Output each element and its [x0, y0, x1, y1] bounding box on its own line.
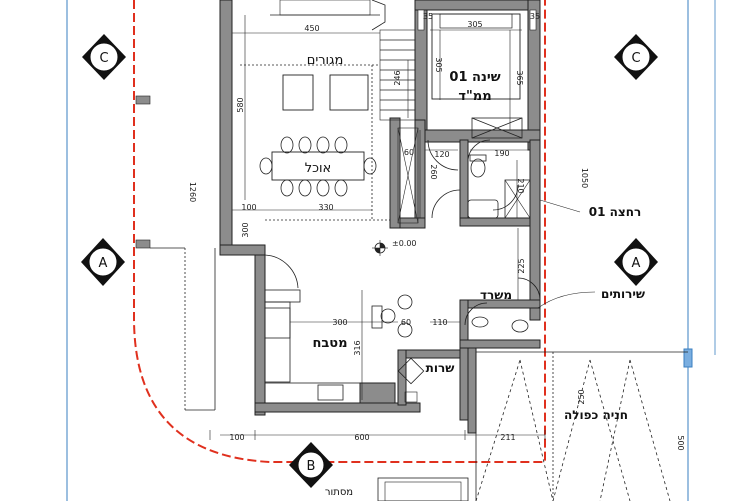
dim-211: 211: [500, 433, 515, 442]
section-letter: B: [307, 459, 316, 474]
room-label-study: משרד: [480, 288, 512, 302]
wall-left-upper: [219, 0, 233, 246]
dim-250: 250: [577, 389, 586, 404]
elevation-marker: [372, 240, 388, 256]
parking-area: [475, 351, 688, 501]
wall-bottom: [254, 402, 421, 413]
dim-1050: 1050: [580, 168, 589, 188]
wall-left-step: [219, 244, 266, 256]
room-label-shower: רחצה 01: [589, 205, 641, 219]
stairs: [371, 0, 416, 121]
dim-bed-height-2: 365: [515, 70, 524, 85]
room-label-bedroom: שינה 01: [449, 70, 500, 85]
dim-100-b: 100: [229, 433, 244, 442]
blue-marker: [683, 348, 693, 368]
section-marker-a-left[interactable]: A: [81, 238, 125, 286]
plot-boundary: [133, 0, 546, 463]
section-letter: A: [632, 256, 641, 271]
dim-600: 600: [354, 433, 369, 442]
room-label-dining: אוכל: [305, 161, 332, 176]
dim-120: 120: [434, 150, 449, 159]
dim-100-a: 100: [241, 203, 256, 212]
wall-bottom-block: [359, 382, 396, 404]
room-label-parking: חניה כפולה: [564, 408, 628, 422]
door-entrance: [264, 254, 299, 289]
dim-1260: 1260: [188, 182, 197, 202]
section-letter: A: [99, 256, 108, 271]
section-letter: C: [631, 51, 640, 66]
wall-bed-top: [414, 0, 541, 11]
elevation-label: ±0.00: [392, 239, 417, 248]
wall-left-lower: [254, 254, 266, 416]
section-marker-a-right[interactable]: A: [614, 238, 658, 286]
dim-300-b: 300: [332, 318, 347, 327]
dim-living-width: 450: [304, 24, 319, 33]
dim-300-a: 300: [241, 222, 250, 237]
dim-500: 500: [676, 435, 685, 450]
dim-60-b: 60: [401, 318, 411, 327]
dim-316: 316: [353, 340, 362, 355]
section-marker-b[interactable]: B: [289, 442, 333, 488]
sofa-right: [329, 74, 369, 111]
dim-260: 260: [429, 164, 438, 179]
dim-190: 190: [494, 149, 509, 158]
section-letter: C: [99, 51, 108, 66]
section-marker-c-right[interactable]: C: [614, 34, 658, 80]
dim-210: 210: [516, 178, 525, 193]
room-label-living: מגורים: [307, 53, 344, 68]
room-label-safe-room: ממ"ד: [458, 89, 491, 104]
dim-225: 225: [517, 258, 526, 273]
dim-246: 246: [393, 70, 402, 85]
dim-bed-height-1: 305: [434, 57, 443, 72]
room-label-restroom: שירותים: [601, 287, 645, 301]
room-label-storage: מסתור: [325, 487, 353, 498]
storage-box: [377, 477, 469, 501]
dim-110: 110: [432, 318, 447, 327]
dim-35-left: 35: [423, 12, 433, 21]
dim-living-height: 580: [236, 97, 245, 112]
dim-330: 330: [318, 203, 333, 212]
dim-60-a: 60: [404, 148, 414, 157]
dim-35-right: 35: [530, 12, 540, 21]
section-marker-c-left[interactable]: C: [82, 34, 126, 80]
room-label-service: שרות: [426, 361, 455, 375]
room-label-kitchen: מטבח: [312, 336, 347, 351]
sofa-left: [282, 74, 314, 111]
dim-bed-width: 305: [467, 20, 482, 29]
